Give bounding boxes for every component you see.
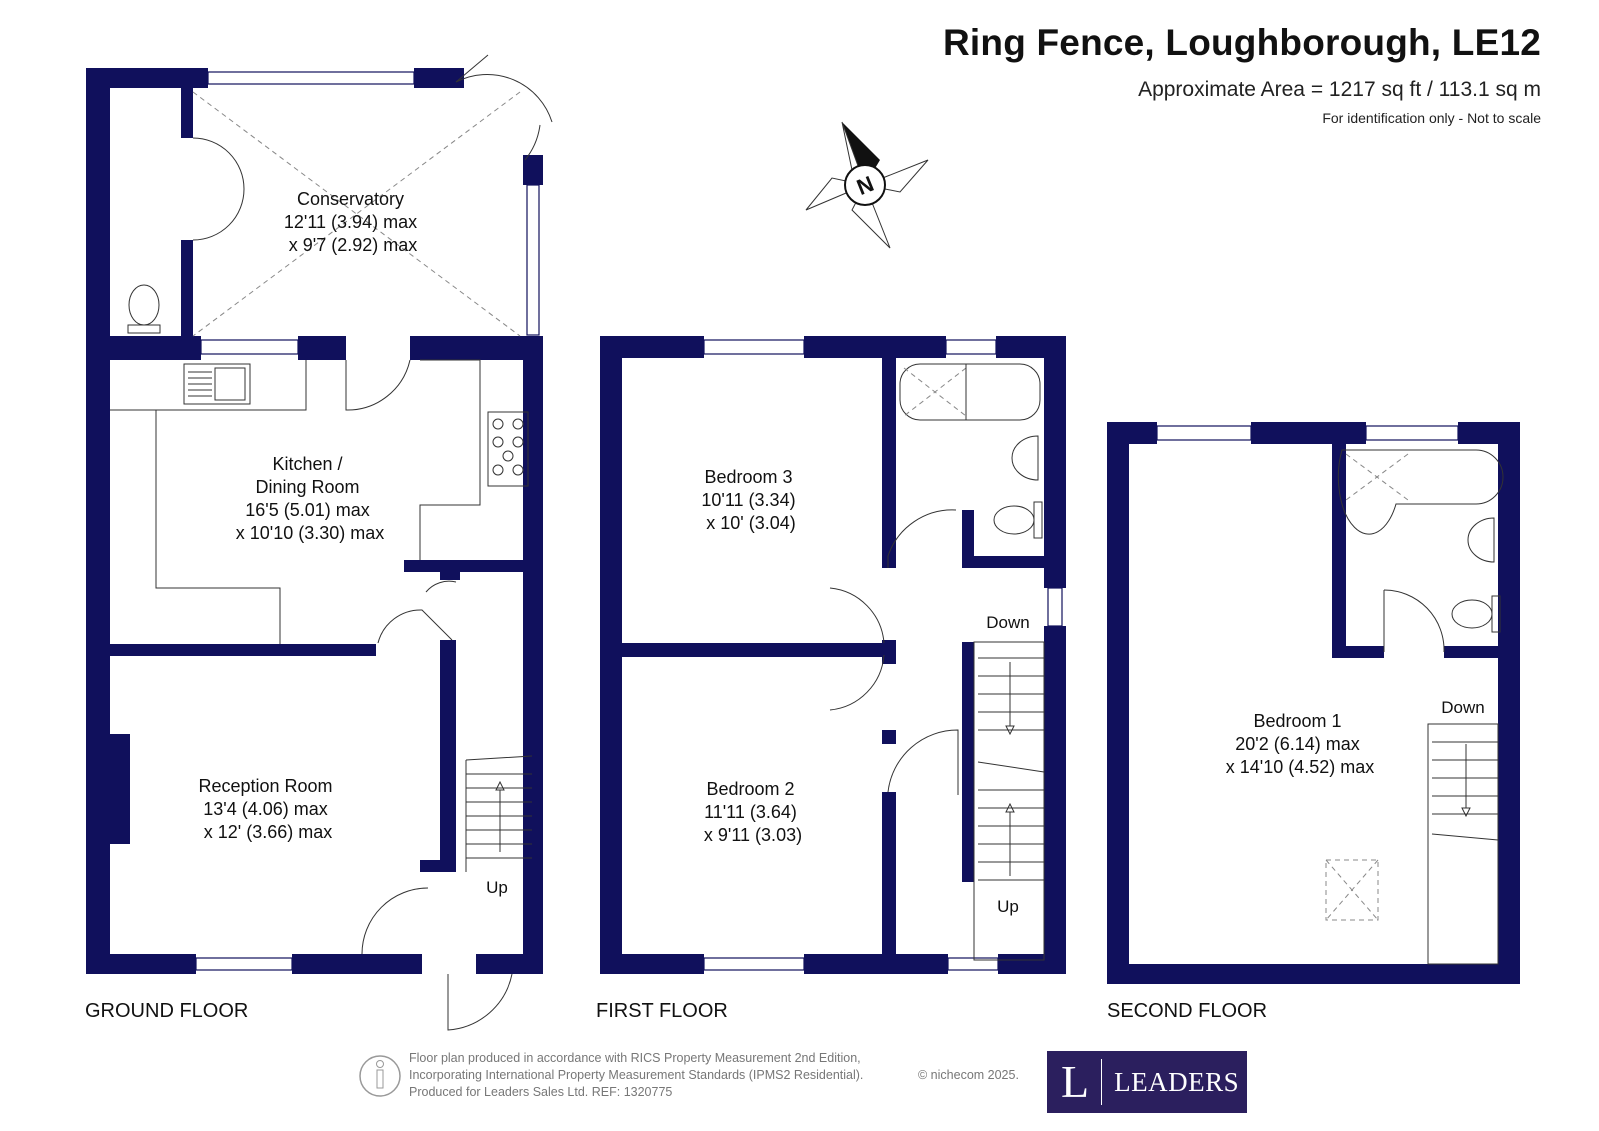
first-floor-plan [600, 336, 1066, 974]
footer-statement: Floor plan produced in accordance with R… [409, 1051, 867, 1099]
plan-title: Ring Fence, Loughborough, LE12 [943, 22, 1541, 63]
ground-stairs-up-label: Up [486, 878, 508, 897]
first-floor-label: FIRST FLOOR [596, 1000, 728, 1022]
logo-letter: L [1047, 1059, 1103, 1105]
first-stairs-down-label: Down [986, 613, 1029, 632]
approximate-area: Approximate Area = 1217 sq ft / 113.1 sq… [1138, 78, 1541, 101]
logo-text: LEADERS [1114, 1066, 1240, 1097]
bedroom-3-label: Bedroom 3 10'11 (3.34) x 10' (3.04) [701, 467, 800, 533]
ground-floor-label: GROUND FLOOR [85, 1000, 248, 1022]
second-stairs-down-label: Down [1441, 698, 1484, 717]
reception-room-label: Reception Room 13'4 (4.06) max x 12' (3.… [198, 776, 337, 842]
copyright: © nichecom 2025. [918, 1068, 1019, 1082]
bedroom-2-label: Bedroom 2 11'11 (3.64) x 9'11 (3.03) [704, 779, 802, 845]
first-stairs-up-label: Up [997, 897, 1019, 916]
second-floor-plan [1107, 422, 1520, 984]
bedroom-1-label: Bedroom 1 20'2 (6.14) max x 14'10 (4.52)… [1226, 711, 1375, 777]
ipms-badge-icon [359, 1055, 401, 1097]
conservatory-label: Conservatory 12'11 (3.94) max x 9'7 (2.9… [284, 189, 422, 255]
second-floor-label: SECOND FLOOR [1107, 1000, 1267, 1022]
kitchen-dining-label: Kitchen / Dining Room 16'5 (5.01) max x … [236, 454, 385, 543]
north-compass: N [805, 121, 929, 249]
leaders-logo: L LEADERS [1047, 1051, 1247, 1113]
disclaimer-note: For identification only - Not to scale [1322, 110, 1541, 126]
ground-floor-plan [86, 54, 553, 1031]
